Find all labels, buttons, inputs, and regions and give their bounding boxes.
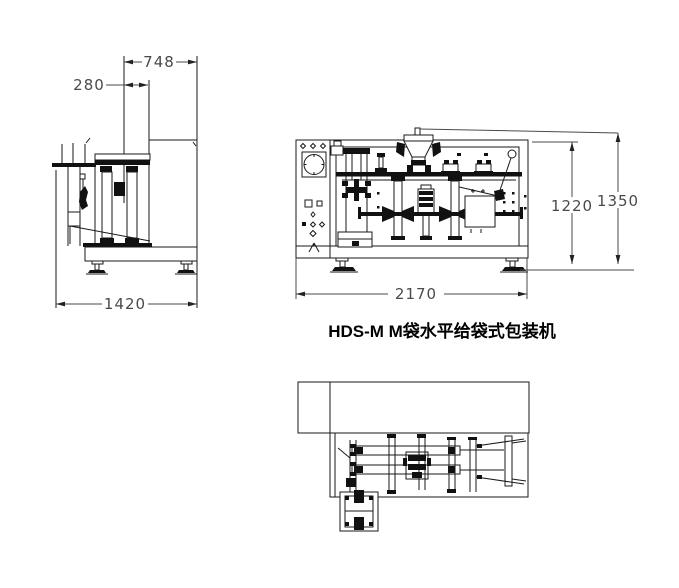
rail-pillar bbox=[375, 153, 387, 172]
plan-turret bbox=[403, 451, 431, 480]
gripper-stations bbox=[441, 153, 493, 174]
drawing-title: HDS-M M袋水平给袋式包装机 bbox=[328, 321, 556, 341]
dimension-1220: 1220 bbox=[532, 141, 593, 264]
control-panel bbox=[299, 142, 327, 253]
film-bracket bbox=[330, 145, 344, 156]
panel-button bbox=[304, 199, 313, 208]
side-feet bbox=[86, 260, 197, 275]
dimension-1350: 1350 bbox=[419, 128, 639, 271]
dimension-1420: 1420 bbox=[56, 295, 197, 313]
panel-button bbox=[316, 200, 323, 207]
side-lever bbox=[79, 173, 88, 210]
plan-cross-rails bbox=[387, 434, 477, 494]
dim-280-label: 280 bbox=[73, 76, 105, 94]
panel-person-symbol bbox=[308, 242, 320, 253]
dim-1350-label: 1350 bbox=[597, 192, 639, 210]
side-cabinet bbox=[149, 139, 197, 147]
plan-outfeed bbox=[475, 435, 527, 487]
dimension-2170: 2170 bbox=[295, 258, 528, 303]
bolt-dots bbox=[377, 192, 527, 213]
plan-left-mechanism bbox=[337, 440, 357, 492]
clamp-crossbar bbox=[358, 206, 523, 222]
dimension-748: 748 bbox=[124, 53, 197, 71]
dim-1420-label: 1420 bbox=[104, 295, 146, 313]
side-base bbox=[69, 225, 198, 262]
front-view bbox=[295, 127, 529, 273]
bag-magazine-tower bbox=[337, 148, 373, 248]
plan-bag-feeder-box bbox=[339, 490, 379, 532]
main-rail bbox=[336, 172, 522, 181]
dim-1220-label: 1220 bbox=[551, 197, 593, 215]
lever-arm bbox=[454, 149, 517, 201]
front-feet bbox=[330, 257, 528, 273]
top-view bbox=[297, 381, 530, 532]
side-rail-mechanism bbox=[94, 153, 151, 246]
side-view bbox=[52, 56, 198, 308]
support-columns bbox=[391, 176, 462, 240]
film-bracket bbox=[333, 140, 342, 147]
panel-fan-gauge bbox=[301, 151, 327, 178]
dimension-280: 280 bbox=[73, 76, 148, 94]
hopper bbox=[396, 127, 441, 172]
dim-2170-label: 2170 bbox=[395, 285, 437, 303]
dim-748-label: 748 bbox=[143, 53, 175, 71]
access-panel bbox=[464, 189, 496, 233]
